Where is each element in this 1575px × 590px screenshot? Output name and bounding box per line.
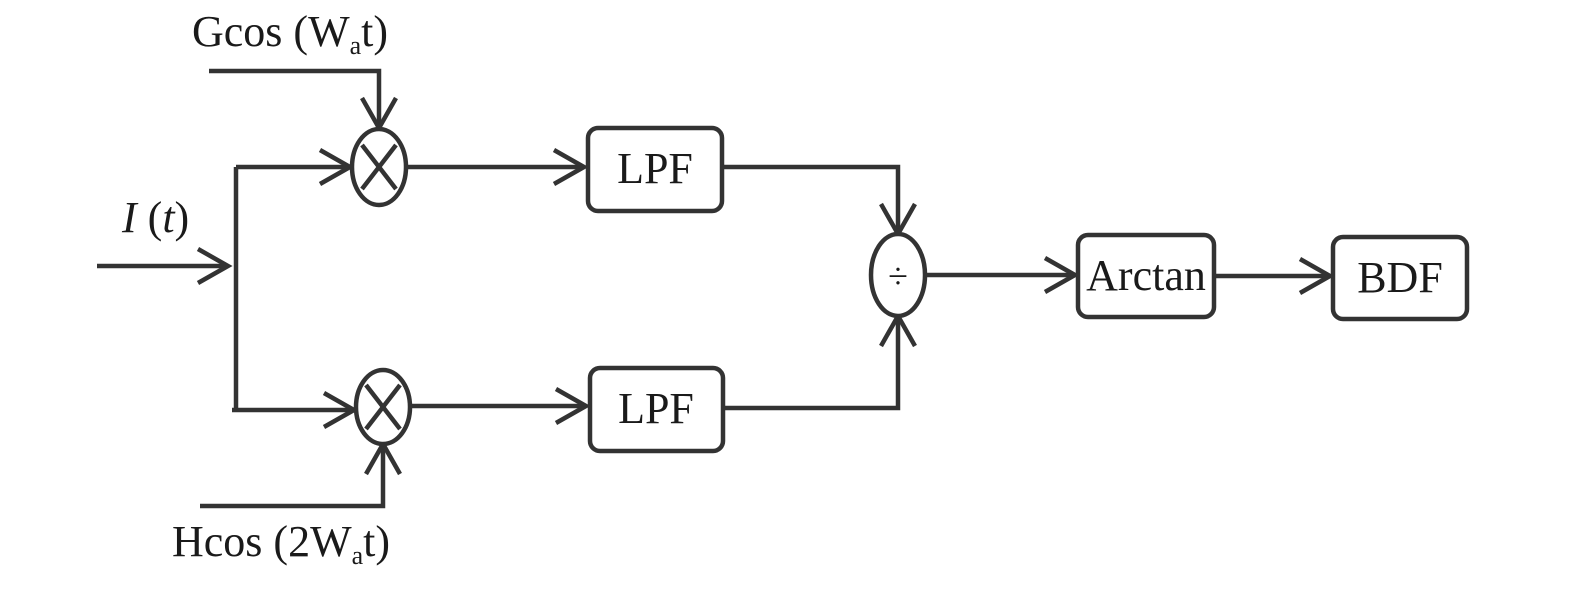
bdf-label: BDF: [1357, 253, 1443, 302]
arctan-block: Arctan: [1075, 232, 1217, 320]
carrier-top-label: Gcos (Wat): [192, 7, 388, 60]
divide-symbol: ÷: [888, 256, 908, 296]
carrier-bottom-label: Hcos (2Wat): [172, 517, 390, 570]
divider-to-arctan-arrowhead: [1043, 256, 1080, 294]
arctan-to-bdf-arrowhead: [1298, 257, 1335, 295]
top-multiplier: [349, 126, 409, 208]
bdf-block: BDF: [1330, 234, 1470, 322]
bottom-multiplier: [353, 367, 413, 447]
input-signal-label: I (t): [121, 193, 189, 242]
lpf-bottom-label: LPF: [618, 384, 694, 433]
bottom-mult-to-lpf-arrowhead: [554, 387, 591, 425]
lpf-top-block: LPF: [585, 125, 725, 214]
carrier-bottom-wire: [200, 444, 386, 509]
arctan-label: Arctan: [1086, 251, 1206, 300]
top-lpf-to-divider-wire: [722, 164, 901, 234]
carrier-top-wire: [209, 68, 382, 128]
lpf-top-label: LPF: [617, 144, 693, 193]
lpf-bottom-block: LPF: [587, 365, 726, 454]
top-mult-to-lpf-arrowhead: [552, 148, 589, 186]
divider-node: ÷: [868, 231, 928, 319]
input-arrowhead: [196, 247, 233, 285]
bottom-lpf-to-divider-wire: [723, 316, 901, 411]
